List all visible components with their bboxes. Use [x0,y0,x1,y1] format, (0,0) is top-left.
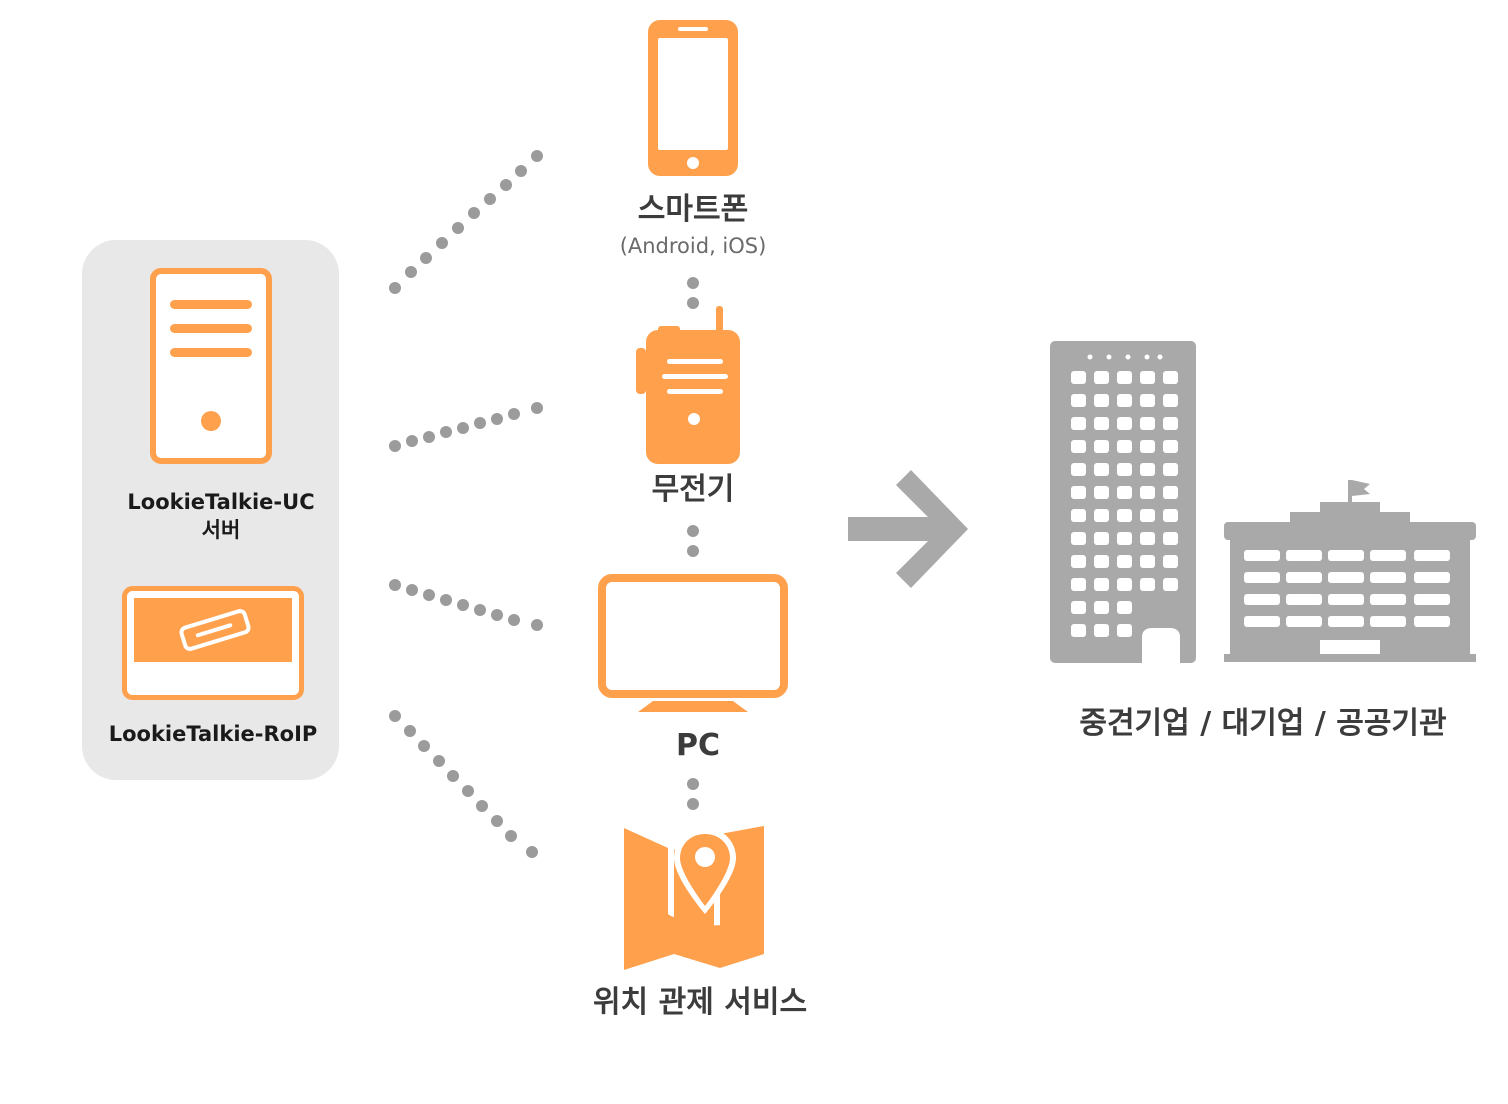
smartphone-label: 스마트폰 [637,192,749,227]
public-building-icon [1224,480,1476,662]
uc-server-label-line2: 서버 [201,518,241,542]
location-label: 위치 관제 서비스 [592,985,808,1020]
office-building-icon [1050,341,1196,663]
smartphone-icon [648,20,738,176]
arrow-right-icon [848,470,968,588]
uc-server-label: LookieTalkie-UC 서버 [120,488,322,544]
uc-server-label-line1: LookieTalkie-UC [127,490,315,514]
pc-label: PC [675,728,720,763]
roip-device-icon [122,586,304,700]
smartphone-sublabel: (Android, iOS) [619,234,767,258]
target-label: 중견기업 / 대기업 / 공공기관 [1079,706,1447,741]
map-pin-icon [624,826,764,970]
radio-label: 무전기 [651,472,735,507]
roip-label: LookieTalkie-RoIP [108,722,318,746]
server-tower-icon [150,268,272,464]
radio-icon [636,306,740,464]
pc-monitor-icon [598,574,788,712]
